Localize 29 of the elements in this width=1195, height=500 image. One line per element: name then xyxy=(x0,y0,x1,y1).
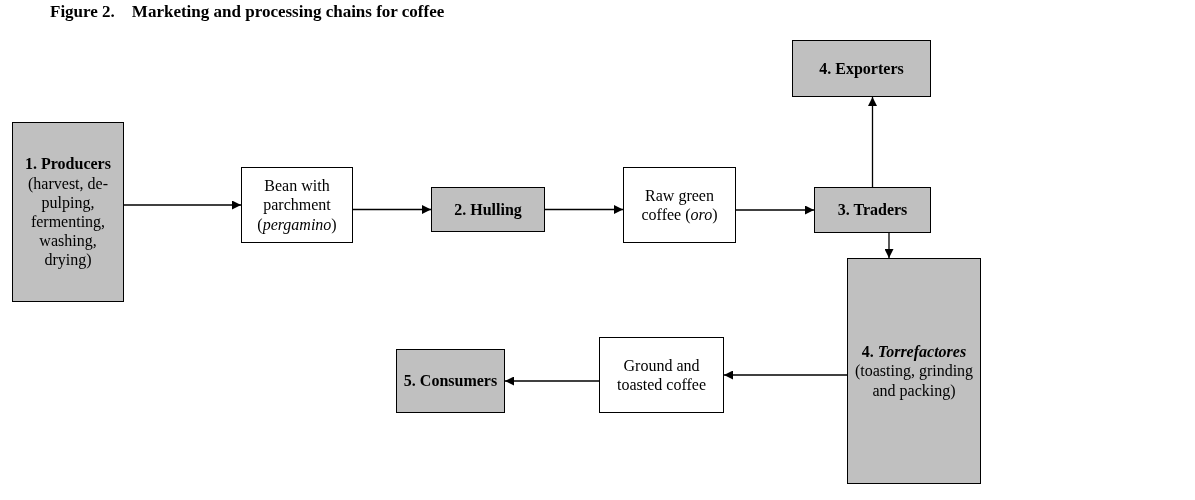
box-heading: 2. Hulling xyxy=(454,199,522,220)
product-box xyxy=(599,337,724,413)
figure-title: Figure 2. Marketing and processing chains for coffee xyxy=(50,2,445,22)
actor-box xyxy=(396,349,505,413)
arrow xyxy=(352,205,432,214)
box-heading: 4. Torrefactores xyxy=(861,342,967,362)
arrow xyxy=(504,376,600,386)
actor-box xyxy=(847,258,981,484)
arrow xyxy=(723,370,848,380)
product-box xyxy=(623,167,736,243)
arrow xyxy=(884,232,894,259)
arrow xyxy=(123,200,242,210)
box-text: Ground and toasted coffee xyxy=(616,355,707,395)
box-text: Bean with parchment (pergamino) xyxy=(256,176,338,234)
actor-box xyxy=(12,122,124,302)
actor-box xyxy=(814,187,931,233)
actor-box xyxy=(792,40,931,97)
arrow xyxy=(735,205,815,215)
box-heading: 5. Consumers xyxy=(403,371,498,391)
box-heading: 4. Exporters xyxy=(819,58,904,79)
box-text: Raw green coffee (oro) xyxy=(640,185,719,225)
arrow xyxy=(544,205,624,214)
box-text: (harvest, de-pulping, fermenting, washing, drying) xyxy=(27,173,109,270)
box-text: (toasting, grinding and packing) xyxy=(853,361,975,400)
actor-box xyxy=(431,187,545,232)
box-heading: 1. Producers xyxy=(25,154,111,174)
arrow xyxy=(868,96,877,188)
box-heading: 3. Traders xyxy=(837,200,908,220)
product-box xyxy=(241,167,353,243)
